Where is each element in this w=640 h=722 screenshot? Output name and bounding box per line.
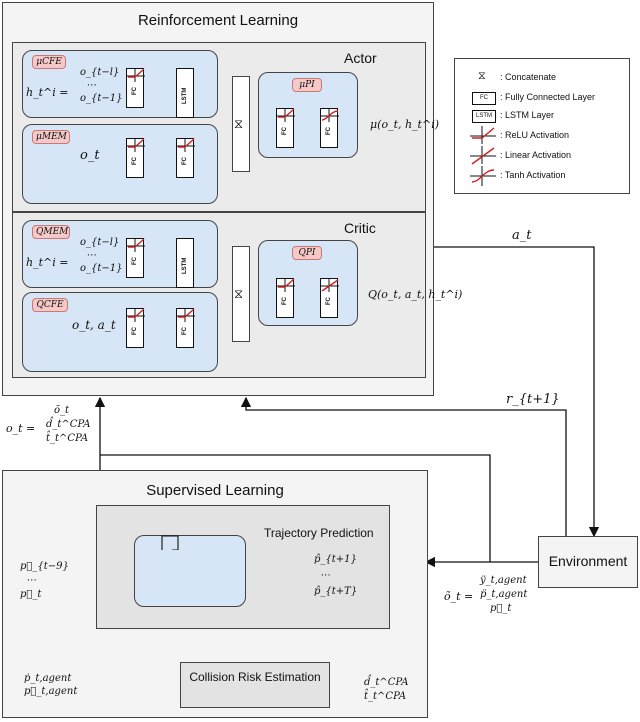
legend-lstm: : LSTM Layer [500, 110, 555, 120]
actor-pi-fc2-label: FC [326, 127, 332, 135]
actor-concat-icon: ⧖ [234, 116, 244, 131]
critic-mem-fc-layer: FC [126, 238, 145, 278]
relu-activation-icon [177, 308, 195, 322]
critic-cfe-fc2-layer: FC [176, 308, 195, 348]
critic-pi-fc1-layer: FC [276, 278, 295, 318]
actor-cfe-fc-layer: FC [126, 68, 145, 108]
critic-cfe-fc1-layer: FC [126, 308, 145, 348]
legend-tanh: : Tanh Activation [500, 170, 566, 180]
trajectory-block [134, 535, 246, 607]
reward-label: r_{t+1} [506, 392, 560, 407]
legend-concat-icon: ⧖ [478, 70, 486, 82]
sl-title: Supervised Learning [146, 482, 284, 499]
rl-title: Reinforcement Learning [137, 12, 299, 29]
relu-activation-icon [127, 308, 145, 322]
actor-pi-fc1-label: FC [282, 127, 288, 135]
critic-pi-fc2-label: FC [326, 297, 332, 305]
collision-risk-box [180, 662, 330, 708]
critic-mem-tag: QMEM [32, 225, 70, 239]
sl-input-vector: p⃗_{t−9}⋯p⃗_t [20, 561, 69, 600]
relu-activation-icon [127, 238, 145, 252]
critic-cfe-tag: QCFE [32, 298, 68, 312]
critic-pi-tag: QPI [292, 246, 322, 260]
legend-fc-icon: FC [472, 92, 496, 105]
actor-mem-fc1-label: FC [132, 157, 138, 165]
critic-oa-input: o_t, a_t [72, 318, 116, 332]
actor-o-input: o_t [80, 148, 100, 163]
critic-cfe-fc2-label: FC [182, 327, 188, 335]
trajectory-title: Trajectory Prediction [264, 526, 374, 540]
critic-h-vector: o_{t−l}⋯o_{t−1} [80, 237, 123, 274]
actor-mem-fc2-label: FC [182, 157, 188, 165]
critic-h-input: h_t^i = [26, 256, 69, 269]
actor-cfe-fc-label: FC [132, 87, 138, 95]
legend-lstm-icon: LSTM [472, 110, 496, 123]
actor-cfe-lstm-label: LSTM [182, 87, 188, 104]
critic-output: Q(o_t, a_t, h_t^i) [368, 288, 463, 301]
actor-pi-fc2-layer: FC [320, 108, 339, 148]
actor-cfe-tag: μCFE [32, 55, 66, 69]
obs-eq: o_t = [6, 422, 36, 435]
sl-lstm-loop [161, 535, 179, 550]
actor-mem-tag: μMEM [32, 130, 70, 144]
actor-h-input: h_t^i = [26, 86, 69, 99]
tanh-activation-icon [321, 108, 339, 122]
actor-mem-fc1-layer: FC [126, 138, 145, 178]
action-label: a_t [512, 228, 532, 243]
actor-cfe-lstm-layer: LSTM [176, 68, 194, 118]
environment-box [538, 536, 638, 588]
legend-activation-icons [470, 126, 496, 186]
critic-mem-lstm-label: LSTM [182, 257, 188, 274]
critic-pi-fc1-label: FC [282, 297, 288, 305]
critic-concat-icon: ⧖ [234, 286, 244, 301]
legend-box [454, 58, 630, 194]
relu-activation-icon [127, 138, 145, 152]
actor-mem-fc2-layer: FC [176, 138, 195, 178]
otilde-eq: õ_t = [444, 590, 474, 603]
linear-activation-icon [321, 278, 339, 292]
critic-mem-lstm-layer: LSTM [176, 238, 194, 288]
reward-line [240, 396, 567, 536]
legend-relu: : ReLU Activation [500, 130, 570, 140]
critic-title: Critic [344, 220, 376, 236]
collision-risk-label: Collision Risk Estimation [189, 670, 321, 684]
environment-label: Environment [548, 553, 628, 569]
legend-fc: : Fully Connected Layer [500, 92, 596, 102]
obs-branch-line [100, 454, 491, 562]
actor-title: Actor [344, 50, 377, 66]
actor-pi-tag: μPI [292, 78, 322, 92]
critic-concat-box [232, 246, 250, 342]
relu-activation-icon [127, 68, 145, 82]
actor-concat-box [232, 76, 250, 172]
relu-activation-icon [277, 108, 295, 122]
critic-pi-fc2-layer: FC [320, 278, 339, 318]
relu-activation-icon [277, 278, 295, 292]
critic-mem-fc-label: FC [132, 257, 138, 265]
legend-concatenate: : Concatenate [500, 72, 557, 82]
relu-activation-icon [177, 138, 195, 152]
critic-cfe-fc1-label: FC [132, 327, 138, 335]
actor-output: μ(o_t, h_t^i) [370, 118, 440, 131]
sl-pred-vector: p̂_{t+1}⋯p̂_{t+T} [314, 554, 358, 597]
actor-h-vector: o_{t−l}⋯o_{t−1} [80, 67, 123, 104]
action-line [432, 246, 600, 538]
actor-pi-fc1-layer: FC [276, 108, 295, 148]
legend-linear: : Linear Activation [500, 150, 572, 160]
